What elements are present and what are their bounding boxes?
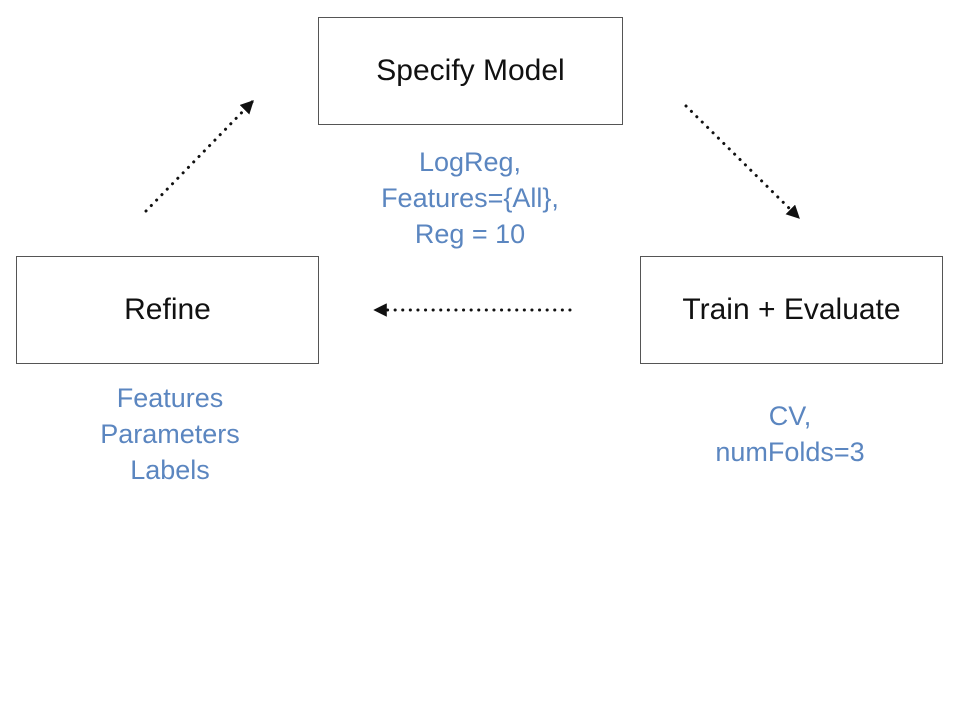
refine-box: Refine bbox=[16, 256, 319, 364]
refine-note-line: Parameters bbox=[100, 419, 240, 449]
specify-model-note-line: Reg = 10 bbox=[414, 219, 526, 249]
edge-refine-to-specify-arrow bbox=[144, 100, 254, 213]
specify-model-notes: LogReg, Features={All}, Reg = 10 bbox=[310, 144, 630, 252]
edge-specify-to-train-arrow bbox=[684, 104, 800, 219]
refine-note-line: Features bbox=[116, 383, 224, 413]
specify-model-box: Specify Model bbox=[318, 17, 623, 125]
train-evaluate-note-line: numFolds=3 bbox=[715, 437, 865, 467]
specify-model-label: Specify Model bbox=[376, 54, 565, 87]
train-evaluate-label: Train + Evaluate bbox=[682, 293, 901, 326]
specify-model-note-line: Features={All}, bbox=[381, 183, 559, 213]
train-evaluate-note-line: CV, bbox=[768, 401, 812, 431]
specify-model-note-line: LogReg, bbox=[418, 147, 522, 177]
refine-label: Refine bbox=[124, 293, 211, 326]
train-evaluate-box: Train + Evaluate bbox=[640, 256, 943, 364]
train-evaluate-notes: CV, numFolds=3 bbox=[640, 398, 940, 470]
refine-note-line: Labels bbox=[130, 455, 210, 485]
refine-notes: Features Parameters Labels bbox=[40, 380, 300, 488]
